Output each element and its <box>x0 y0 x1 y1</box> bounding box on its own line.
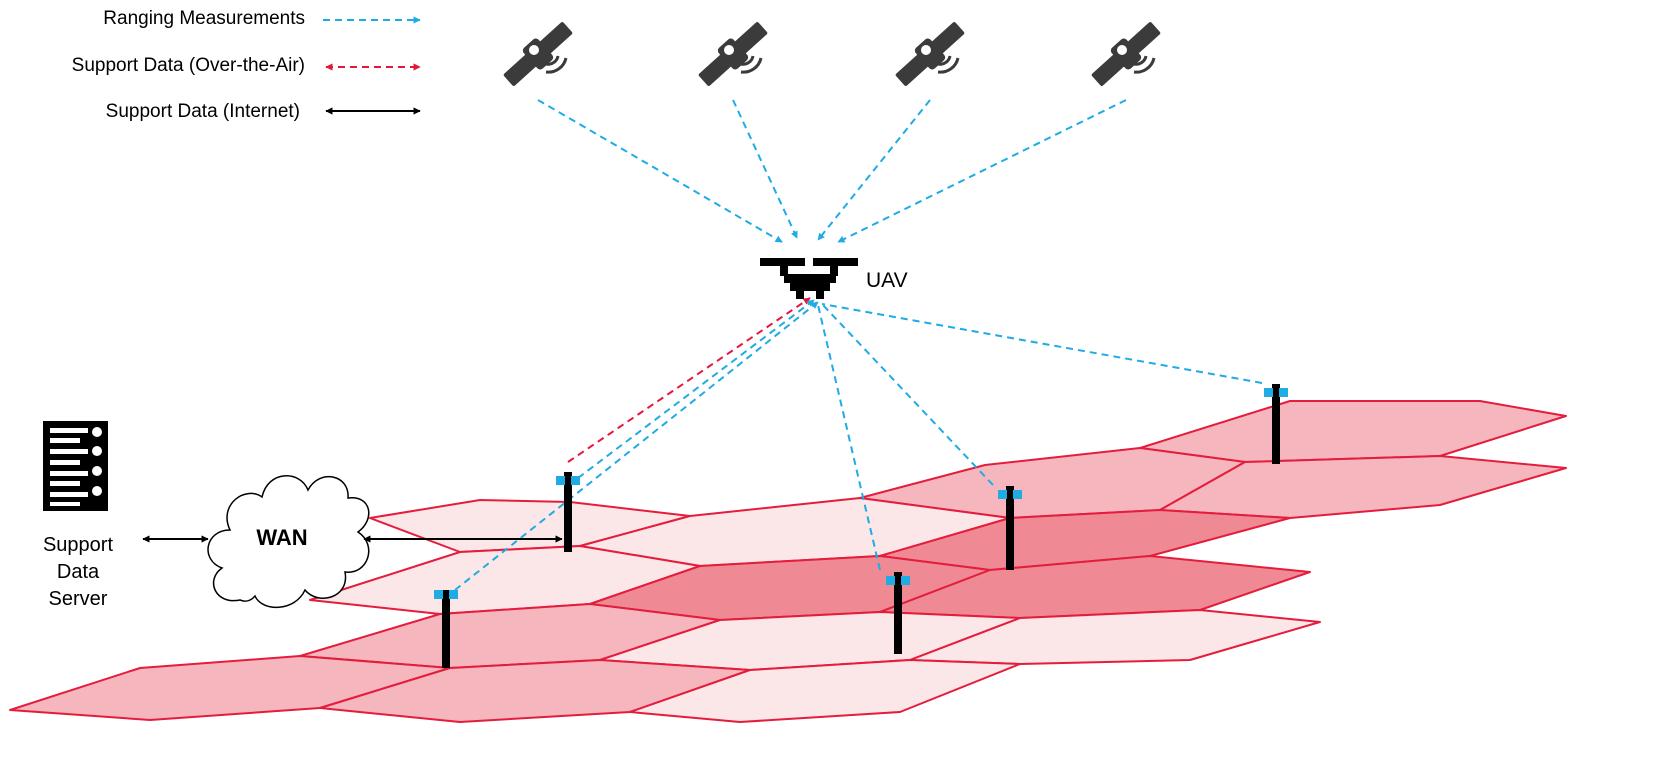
wan-label: WAN <box>256 525 307 550</box>
satellite-ranging-links <box>537 99 1127 243</box>
ranging-link <box>537 99 783 243</box>
cell-tower <box>886 572 910 654</box>
server-label-line3: Server <box>49 588 108 610</box>
ranging-link <box>821 303 1263 384</box>
cell-grid <box>9 400 1567 723</box>
legend-support-ota-label: Support Data (Over-the-Air) <box>72 55 305 76</box>
hex-cell <box>1139 400 1567 463</box>
cell-tower <box>434 590 458 668</box>
ranging-link <box>817 99 931 241</box>
uav-label: UAV <box>866 269 908 292</box>
ranging-link <box>837 99 1127 243</box>
server-label-line2: Data <box>57 561 100 583</box>
uav-drone-icon <box>760 258 858 299</box>
legend-ranging-label: Ranging Measurements <box>103 8 305 29</box>
cell-tower <box>1264 384 1288 464</box>
ranging-link <box>817 304 881 571</box>
server-icon <box>43 421 108 511</box>
wan-cloud-icon <box>207 475 370 609</box>
server-label-line1: Support <box>43 534 113 556</box>
satellite-icon <box>696 19 770 89</box>
cell-tower <box>998 486 1022 570</box>
cell-towers <box>434 384 1288 668</box>
ranging-link <box>732 99 798 239</box>
legend: Ranging Measurements Support Data (Over-… <box>72 8 421 122</box>
support-ota-link <box>567 297 811 463</box>
satellite-icon <box>893 19 967 89</box>
ranging-link <box>821 303 994 486</box>
satellites <box>501 19 1163 89</box>
satellite-icon <box>501 19 575 89</box>
hex-cell <box>629 659 1021 723</box>
satellite-icon <box>1089 19 1163 89</box>
ranging-link <box>577 299 815 479</box>
cell-tower <box>556 472 580 552</box>
legend-support-internet-label: Support Data (Internet) <box>106 101 300 122</box>
